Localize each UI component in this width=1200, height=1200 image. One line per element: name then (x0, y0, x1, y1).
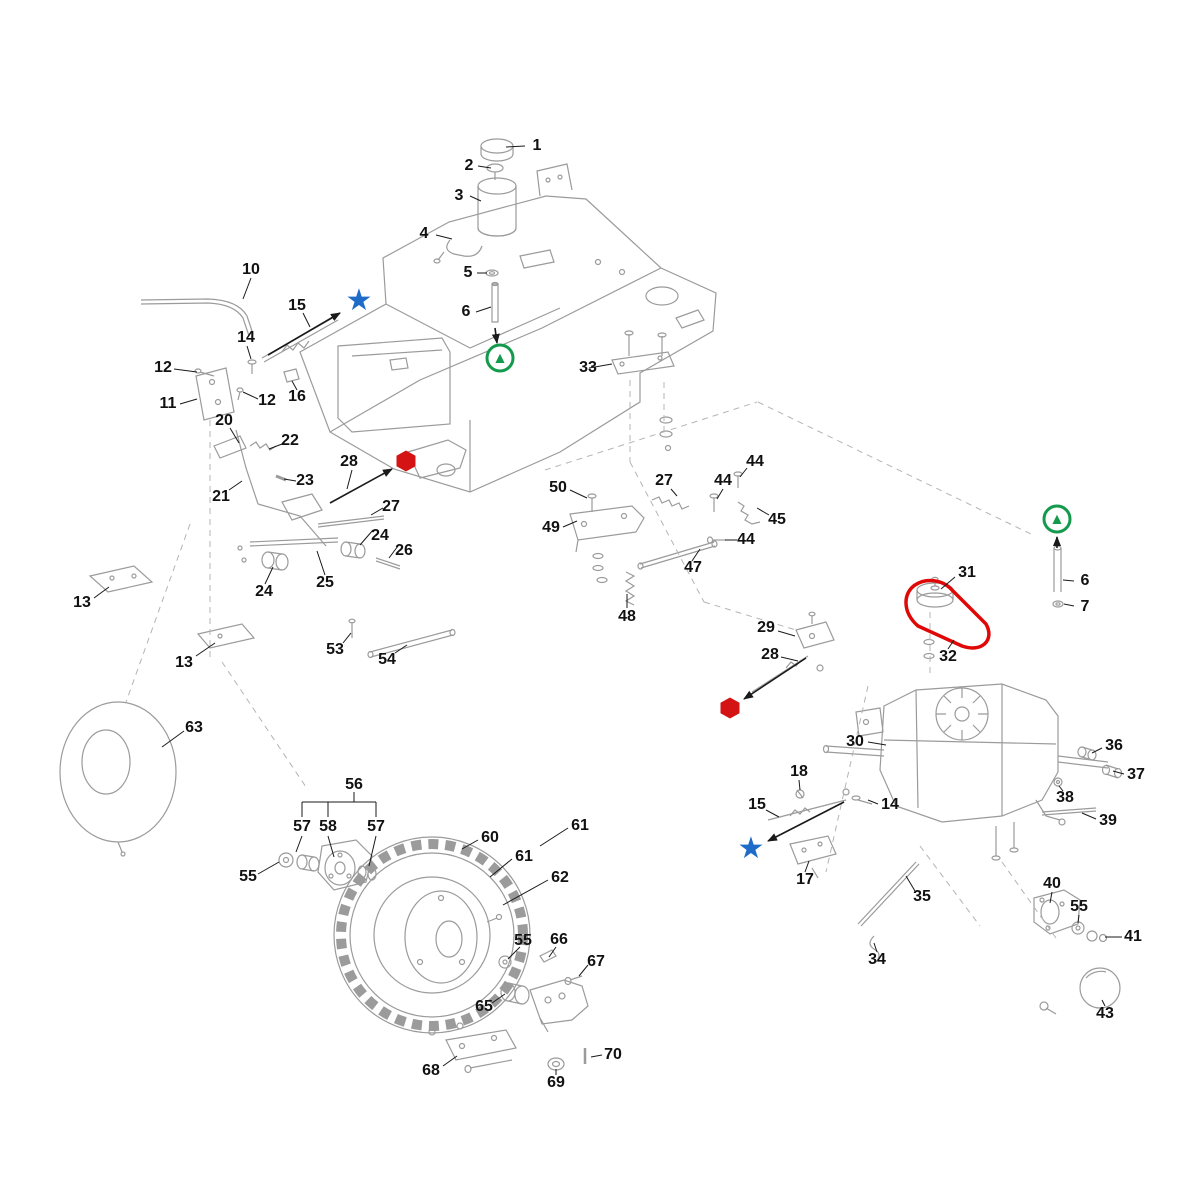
part-label-3: 3 (454, 187, 464, 204)
part-label-30: 30 (846, 733, 864, 750)
part-label-65: 65 (475, 998, 493, 1015)
part-label-41: 41 (1124, 928, 1142, 945)
part-label-28: 28 (340, 453, 358, 470)
red-hexagon-marker (720, 697, 740, 719)
part-label-31: 31 (958, 564, 976, 581)
part-label-40: 40 (1043, 875, 1061, 892)
middle-linkage-assembly (569, 471, 835, 693)
part-label-2: 2 (464, 157, 474, 174)
belt-highlight (904, 578, 991, 650)
part-label-17: 17 (796, 871, 814, 888)
part-label-6: 6 (1080, 572, 1090, 589)
part-label-24: 24 (255, 583, 273, 600)
part-label-50: 50 (549, 479, 567, 496)
part-label-33: 33 (579, 359, 597, 376)
part-label-14: 14 (237, 329, 255, 346)
part-label-61: 61 (571, 817, 589, 834)
part-label-38: 38 (1056, 789, 1074, 806)
wheel-assembly (59, 701, 589, 1074)
part-label-27: 27 (382, 498, 400, 515)
part-label-22: 22 (281, 432, 299, 449)
triangle-icon: ▲ (495, 350, 505, 365)
part-label-15: 15 (288, 297, 306, 314)
part-label-26: 26 (395, 542, 413, 559)
green-triangle-marker: ▲ (1042, 504, 1072, 534)
part-label-53: 53 (326, 641, 344, 658)
part-label-57: 57 (293, 818, 311, 835)
leader-lines (93, 145, 1125, 1075)
part-label-39: 39 (1099, 812, 1117, 829)
part-label-44: 44 (714, 472, 732, 489)
part-label-4: 4 (419, 225, 429, 242)
part-label-36: 36 (1105, 737, 1123, 754)
part-label-48: 48 (618, 608, 636, 625)
part-label-35: 35 (913, 888, 931, 905)
red-hexagon-marker (396, 450, 416, 472)
part-label-28: 28 (761, 646, 779, 663)
part-label-58: 58 (319, 818, 337, 835)
part-label-69: 69 (547, 1074, 565, 1091)
part-label-66: 66 (550, 931, 568, 948)
transaxle-assembly (767, 545, 1123, 1015)
marker-arrows (267, 312, 1061, 842)
part-label-56: 56 (345, 776, 363, 793)
part-label-68: 68 (422, 1062, 440, 1079)
dashed-alignment-lines (125, 380, 1057, 939)
part-label-23: 23 (296, 472, 314, 489)
part-label-62: 62 (551, 869, 569, 886)
part-label-11: 11 (159, 395, 177, 412)
part-label-21: 21 (212, 488, 230, 505)
part-label-34: 34 (868, 951, 886, 968)
part-label-61: 61 (515, 848, 533, 865)
part-label-14: 14 (881, 796, 899, 813)
part-label-63: 63 (185, 719, 203, 736)
part-label-24: 24 (371, 527, 389, 544)
part-label-16: 16 (288, 388, 306, 405)
part-label-15: 15 (748, 796, 766, 813)
part-label-20: 20 (215, 412, 233, 429)
part-label-45: 45 (768, 511, 786, 528)
blue-star-marker: ★ (345, 283, 373, 318)
part-label-13: 13 (73, 594, 91, 611)
part-label-1: 1 (532, 137, 542, 154)
part-label-54: 54 (378, 651, 396, 668)
part-label-29: 29 (757, 619, 775, 636)
part-label-55: 55 (514, 932, 532, 949)
part-label-5: 5 (463, 264, 473, 281)
part-label-44: 44 (737, 531, 755, 548)
green-triangle-marker: ▲ (485, 343, 515, 373)
blue-star-marker: ★ (737, 831, 765, 866)
part-label-12: 12 (154, 359, 172, 376)
part-label-43: 43 (1096, 1005, 1114, 1022)
part-label-70: 70 (604, 1046, 622, 1063)
bracket-33-assembly (611, 330, 675, 452)
part-label-57: 57 (367, 818, 385, 835)
part-label-6: 6 (461, 303, 471, 320)
part-label-12: 12 (258, 392, 276, 409)
part-label-32: 32 (939, 648, 957, 665)
part-label-7: 7 (1080, 598, 1090, 615)
part-label-10: 10 (242, 261, 260, 278)
part-label-49: 49 (542, 519, 560, 536)
part-label-60: 60 (481, 829, 499, 846)
part-label-55: 55 (1070, 898, 1088, 915)
part-label-67: 67 (587, 953, 605, 970)
fuel-reservoir-assembly (433, 138, 517, 323)
part-label-55: 55 (239, 868, 257, 885)
part-label-18: 18 (790, 763, 808, 780)
triangle-icon: ▲ (1052, 511, 1062, 526)
part-label-27: 27 (655, 472, 673, 489)
part-label-44: 44 (746, 453, 764, 470)
part-label-47: 47 (684, 559, 702, 576)
frame-outline (299, 163, 717, 493)
part-label-25: 25 (316, 574, 334, 591)
part-label-37: 37 (1127, 766, 1145, 783)
part-label-13: 13 (175, 654, 193, 671)
